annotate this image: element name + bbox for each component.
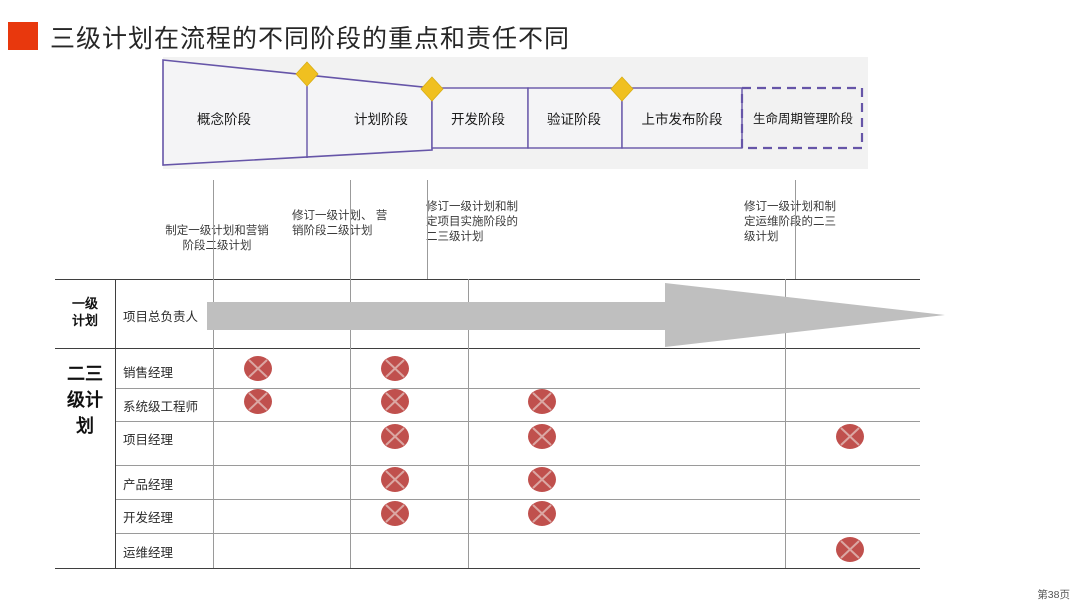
- phase-progress-arrow: [207, 283, 945, 347]
- responsibility-mark: [527, 423, 557, 450]
- guide-line-2: [350, 180, 351, 280]
- note-plan: 修订一级计划、 营 销阶段二级计划: [292, 210, 388, 237]
- group-label-level23: 二三 级计 划: [67, 364, 103, 436]
- guide-line-4: [795, 180, 796, 280]
- responsibility-mark: [835, 423, 865, 450]
- responsibility-mark: [243, 355, 273, 382]
- guide-line-1: [213, 180, 214, 280]
- title-accent-bar: [8, 22, 38, 50]
- responsibility-mark: [527, 388, 557, 415]
- responsibility-mark: [835, 536, 865, 563]
- stage-label-plan: 计划阶段: [354, 112, 408, 128]
- page-title: 三级计划在流程的不同阶段的重点和责任不同: [50, 24, 571, 53]
- responsibility-mark: [380, 388, 410, 415]
- matrix-hline-bottom: [55, 568, 920, 570]
- guide-line-3: [427, 180, 428, 280]
- note-concept: 制定一级计划和营销 阶段二级计划: [165, 225, 269, 252]
- role-label-3: 项目经理: [123, 433, 174, 447]
- stage-label-lifecycle: 生命周期管理阶段: [752, 111, 853, 126]
- role-label-5: 开发经理: [123, 511, 174, 525]
- role-label-1: 销售经理: [123, 366, 174, 380]
- matrix-hline-r4: [115, 499, 920, 500]
- process-funnel-diagram: [162, 59, 864, 166]
- responsibility-mark: [380, 500, 410, 527]
- role-label-6: 运维经理: [123, 546, 174, 560]
- matrix-hline-r1: [115, 388, 920, 389]
- matrix-vline-c3: [468, 279, 469, 568]
- stage-label-develop: 开发阶段: [451, 112, 505, 128]
- matrix-hline-top: [55, 279, 920, 281]
- funnel-tapered-body: [162, 59, 433, 166]
- milestone-diamond-2: [420, 76, 444, 102]
- role-label-2: 系统级工程师: [123, 400, 199, 414]
- matrix-hline-r3: [115, 465, 920, 466]
- stage-label-verify: 验证阶段: [547, 112, 601, 128]
- stage-label-concept: 概念阶段: [197, 112, 251, 128]
- group-label-level1: 一级 计划: [71, 296, 98, 328]
- responsibility-mark: [380, 423, 410, 450]
- responsibility-mark: [380, 466, 410, 493]
- role-label-4: 产品经理: [123, 478, 174, 492]
- page-number: 第38页: [1037, 589, 1070, 601]
- matrix-hline-group: [55, 348, 920, 350]
- matrix-vline-group: [115, 279, 117, 568]
- role-label-0: 项目总负责人: [123, 310, 199, 324]
- milestone-diamond-1: [295, 61, 319, 87]
- milestone-diamond-3: [610, 76, 634, 102]
- stage-label-launch: 上市发布阶段: [641, 112, 723, 128]
- responsibility-mark: [243, 388, 273, 415]
- responsibility-matrix: 一级 计划 二三 级计 划 项目总负责人 销售经理 系统级工程师 项目经理 产品…: [55, 279, 920, 570]
- note-operate: 修订一级计划和制 定运维阶段的二三 级计划: [744, 201, 836, 243]
- responsibility-mark: [527, 500, 557, 527]
- responsibility-mark: [380, 355, 410, 382]
- note-execute: 修订一级计划和制 定项目实施阶段的 二三级计划: [426, 201, 518, 243]
- responsibility-mark: [527, 466, 557, 493]
- matrix-vline-c1: [213, 279, 214, 568]
- matrix-vline-c2: [350, 279, 351, 568]
- funnel-stage-box-lifecycle: [740, 86, 864, 150]
- funnel-stage-box-develop: [431, 87, 529, 149]
- matrix-hline-r5: [115, 533, 920, 534]
- matrix-hline-r2: [115, 421, 920, 422]
- matrix-vline-c4: [785, 279, 786, 568]
